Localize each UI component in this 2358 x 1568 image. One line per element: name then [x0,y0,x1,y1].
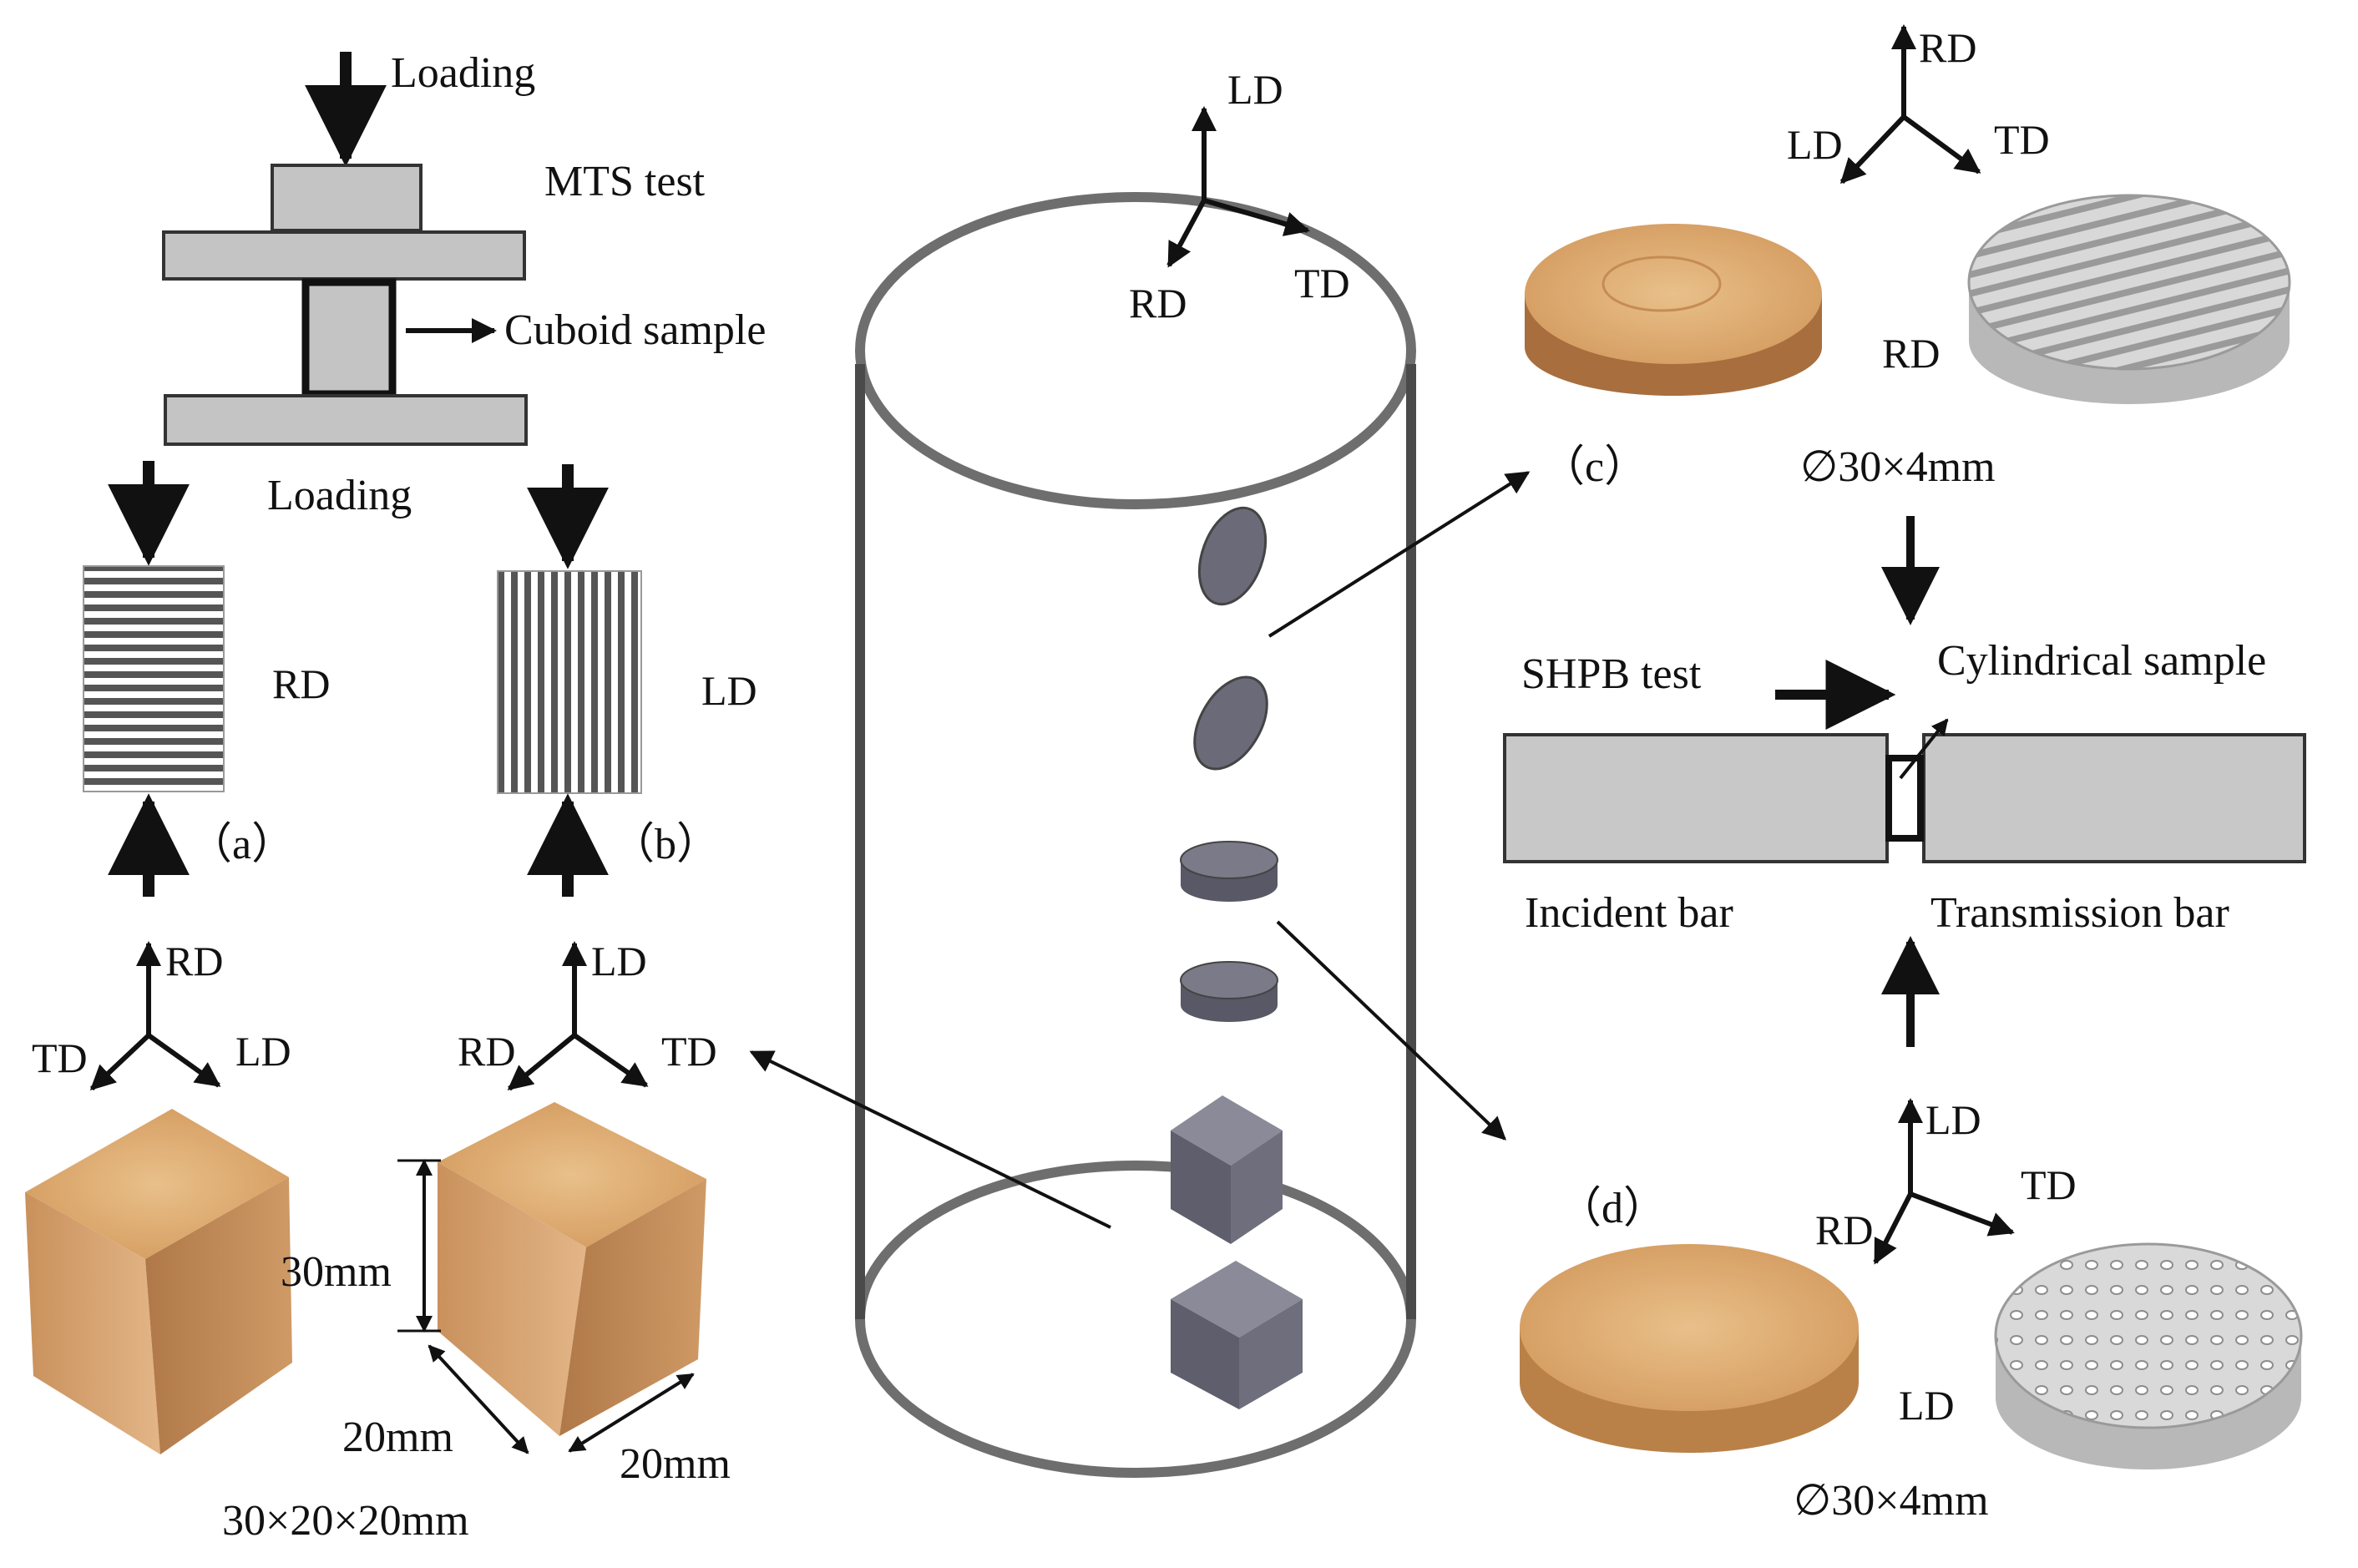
cylinder-axis-ld: LD [1227,66,1283,113]
cube-b-axes: LD RD TD [458,938,717,1091]
dim-height-label: 30mm [281,1248,392,1296]
disk-d-axis-rd: RD [1815,1206,1873,1253]
disk-d-face-direction: LD [1899,1382,1955,1429]
incident-bar-label: Incident bar [1525,889,1733,937]
cube-a-axes: RD TD LD [32,938,291,1091]
dim-width-label: 20mm [620,1440,731,1488]
cube-part-1 [1171,1095,1283,1244]
model-disk-d [1994,1242,2303,1469]
arrow-to-panel-d [1276,920,1507,1141]
wood-cube-a [25,1109,292,1454]
cuboid-sample-box [301,278,397,398]
incident-bar [1503,733,1889,863]
transmission-bar-label: Transmission bar [1930,889,2229,937]
loading-label-bottom: Loading [267,472,412,519]
panel-c-label: （c） [1541,443,1647,491]
disk-part-4 [1180,961,1278,1022]
cube-b-axis-td: TD [661,1028,717,1075]
cylinder-axis-rd: RD [1129,280,1187,326]
mts-test-label: MTS test [544,158,706,205]
mts-top-platen [271,164,423,232]
cube-part-2 [1171,1261,1303,1409]
cube-a-axis-rd: RD [165,938,223,984]
dim-depth-label: 20mm [342,1414,453,1461]
disk-c-axis-rd: RD [1919,24,1976,71]
model-disk-c [1967,194,2291,404]
log-cylinder: LD RD TD [749,66,1531,1478]
wood-disk-c [1525,224,1822,396]
panel-b-striped-sample [497,570,642,794]
cube-a-axis-ld: LD [235,1028,291,1075]
disk-c-axis-td: TD [1994,116,2050,163]
panel-a-label: （a） [189,821,295,868]
disk-c-axis-ld: LD [1787,121,1843,168]
arrow-to-panel-c [1268,471,1531,638]
panel-c: RD LD TD RD （c） ∅30×4mm [1525,24,2291,625]
cylinder-top-ellipse [855,192,1416,509]
cylinder-axis-td: TD [1294,260,1350,306]
panel-a: RD （a） [83,461,330,897]
disk-part-3 [1180,841,1278,902]
wood-disk-d [1520,1244,1859,1453]
panel-d-label: （d） [1558,1185,1667,1232]
cylindrical-sample-label: Cylindrical sample [1937,637,2266,685]
cylindrical-sample-box [1885,755,1924,842]
cube-a-axis-td: TD [32,1034,88,1081]
disk-part-1 [1197,506,1268,606]
panel-d: LD RD TD （d） LD ∅30×4mm [1520,1096,2303,1525]
cylindrical-sample-arrow [1899,718,1949,780]
cube-b-axis-ld: LD [591,938,647,984]
cuboid-sample-label: Cuboid sample [504,306,766,354]
cube-size-label: 30×20×20mm [222,1497,469,1545]
dim-depth-line [428,1344,529,1454]
wood-cube-b: 30mm 20mm 20mm 30×20×20mm [222,1102,731,1545]
disk-part-2 [1193,675,1268,771]
cube-b-axis-rd: RD [458,1028,515,1075]
shpb-test-setup: SHPB test Cylindrical sample Incident ba… [1503,637,2306,1047]
mts-test-setup: Loading MTS test Cuboid sample Loading [162,49,766,519]
panel-b-label: （b） [611,821,720,868]
disk-c-face-direction: RD [1882,330,1940,377]
panel-b: LD （b） [497,464,757,897]
panel-a-striped-sample [83,565,225,792]
panel-d-size: ∅30×4mm [1794,1477,1989,1525]
loading-label-top: Loading [391,49,535,97]
arrow-to-cube-b [749,1050,1111,1229]
disk-d-axis-td: TD [2021,1161,2077,1208]
panel-c-size: ∅30×4mm [1800,443,1996,491]
shpb-test-label: SHPB test [1521,650,1702,698]
panel-b-direction: LD [701,667,757,714]
dim-width-line [568,1373,695,1453]
transmission-bar [1922,733,2306,863]
mts-lower-plate [164,394,528,446]
mts-upper-plate [162,230,526,281]
disk-d-axis-ld: LD [1925,1096,1981,1143]
panel-a-direction: RD [272,660,330,707]
